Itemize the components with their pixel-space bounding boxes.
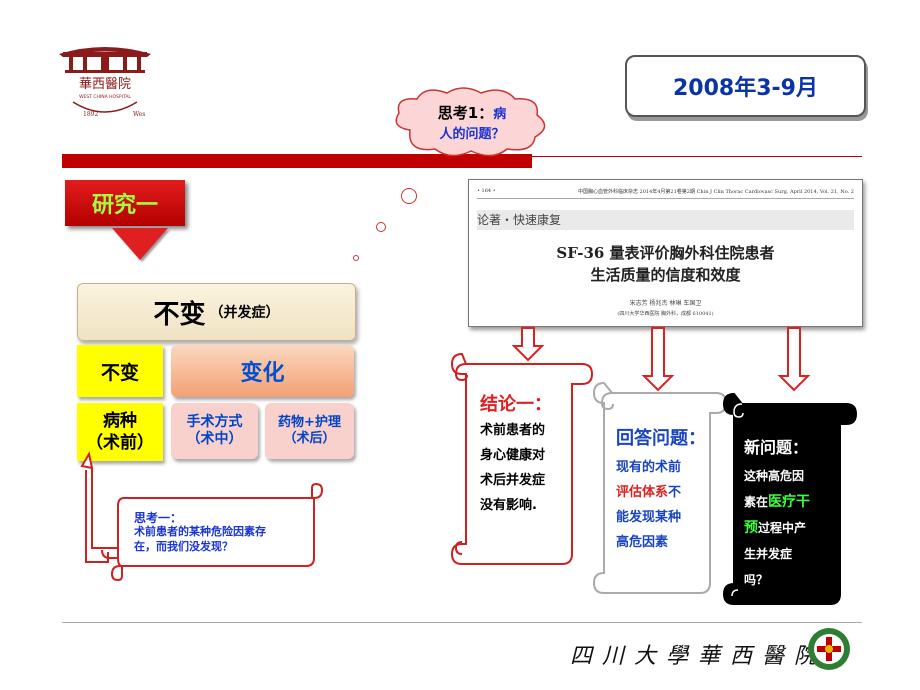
paper-authors: 宋志芳 杨兆杰 林琳 车国卫 (629, 300, 702, 307)
new-question-scroll (722, 392, 858, 605)
new-question-title: 新问题： (744, 438, 809, 457)
down-arrow-icon (511, 327, 545, 362)
svg-text:Wes: Wes (133, 111, 145, 118)
svg-text:WEST CHINA HOSPITAL: WEST CHINA HOSPITAL (79, 94, 131, 100)
svg-text:1892: 1892 (83, 111, 98, 118)
hospital-logo: 華西醫院 WEST CHINA HOSPITAL 1892 Wes (59, 47, 151, 118)
down-arrow-icon (112, 228, 168, 260)
unchanged-complication-box: 不变（并发症） (77, 283, 356, 341)
answer-title: 回答问题： (616, 428, 706, 449)
thought-bubble (376, 222, 386, 232)
surgery-method-box: 手术方式（术中） (171, 403, 258, 459)
paper-title: SF-36 量表评价胸外科住院患者生活质量的信度和效度 (556, 244, 775, 284)
conclusion-title: 结论一： (480, 394, 552, 415)
think-one-title: 思考一： (134, 511, 183, 525)
paper-section: 论著・快速康复 (477, 210, 854, 230)
footer-divider (62, 622, 862, 623)
down-arrow-icon (777, 327, 811, 392)
date-range-box: 2008年3-9月 (625, 55, 866, 117)
drug-nursing-box: 药物+护理（术后） (265, 403, 354, 459)
thought-bubble (401, 188, 417, 204)
thought-bubble (353, 255, 359, 261)
header-red-bar (62, 154, 532, 168)
footer-hospital-name: 四川大學華西醫院 (570, 644, 827, 669)
thought-cloud (395, 87, 546, 157)
paper-header: • 164 •中国胸心血管外科临床杂志 2014年4月第21卷第2期 Chin … (477, 188, 854, 199)
paper-institution: (四川大学华西医院 胸外科，成都 610041) (617, 311, 714, 317)
new-question-body: 这种高危因 素在医疗干 预过程中产 生并发症 吗？ (744, 469, 811, 587)
research-one-title: 研究一 (65, 180, 185, 226)
date-range-text: 2008年3-9月 (673, 76, 818, 101)
think-one-body: 术前患者的某种危险因素存在，而我们没发现？ (134, 525, 266, 553)
changed-box: 变化 (171, 345, 354, 397)
logo-text: 華西醫院 (79, 77, 131, 92)
hospital-seal-icon (808, 628, 850, 670)
conclusion-body: 术前患者的身心健康对术后并发症没有影响. (480, 423, 546, 513)
think-one-callout (80, 451, 324, 582)
unchanged-box: 不变 (77, 345, 163, 397)
conclusion-scroll (450, 352, 594, 565)
down-arrow-icon (641, 327, 675, 392)
thought-cloud-text: 思考1：病 人的问题？ (437, 104, 507, 142)
header-divider (530, 156, 862, 157)
disease-type-box: 病种（术前） (77, 403, 163, 461)
paper-excerpt: • 164 •中国胸心血管外科临床杂志 2014年4月第21卷第2期 Chin … (468, 179, 863, 327)
answer-body: 现有的术前 评估体系不 能发现某种 高危因素 (616, 460, 682, 550)
